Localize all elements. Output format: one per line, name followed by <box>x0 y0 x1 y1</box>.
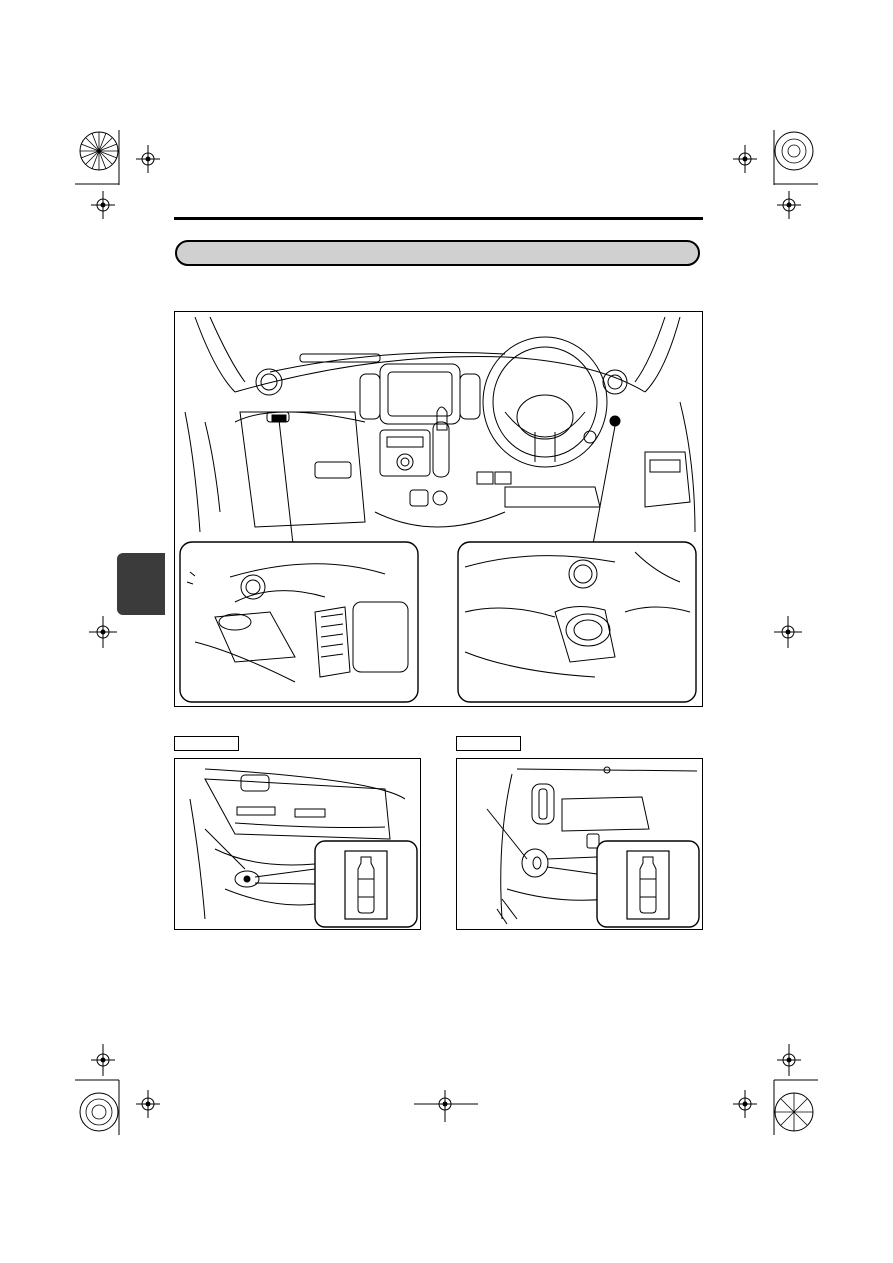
crop-mark-mid-left <box>89 616 117 648</box>
left-figure-label <box>174 736 239 751</box>
crop-mark-bottom-center <box>414 1090 478 1122</box>
right-figure-label <box>456 736 521 751</box>
right-door-illustration <box>456 758 703 930</box>
crop-mark-bottom-left <box>75 1044 160 1135</box>
crop-mark-mid-right <box>774 616 802 648</box>
header-rule <box>174 217 703 220</box>
chapter-tab <box>117 553 165 615</box>
section-heading-bar <box>175 240 700 266</box>
dashboard-illustration <box>174 311 703 707</box>
left-door-illustration <box>174 758 421 930</box>
crop-mark-bottom-right <box>733 1044 818 1135</box>
crop-mark-top-left <box>75 130 160 219</box>
crop-mark-top-right <box>733 130 818 219</box>
